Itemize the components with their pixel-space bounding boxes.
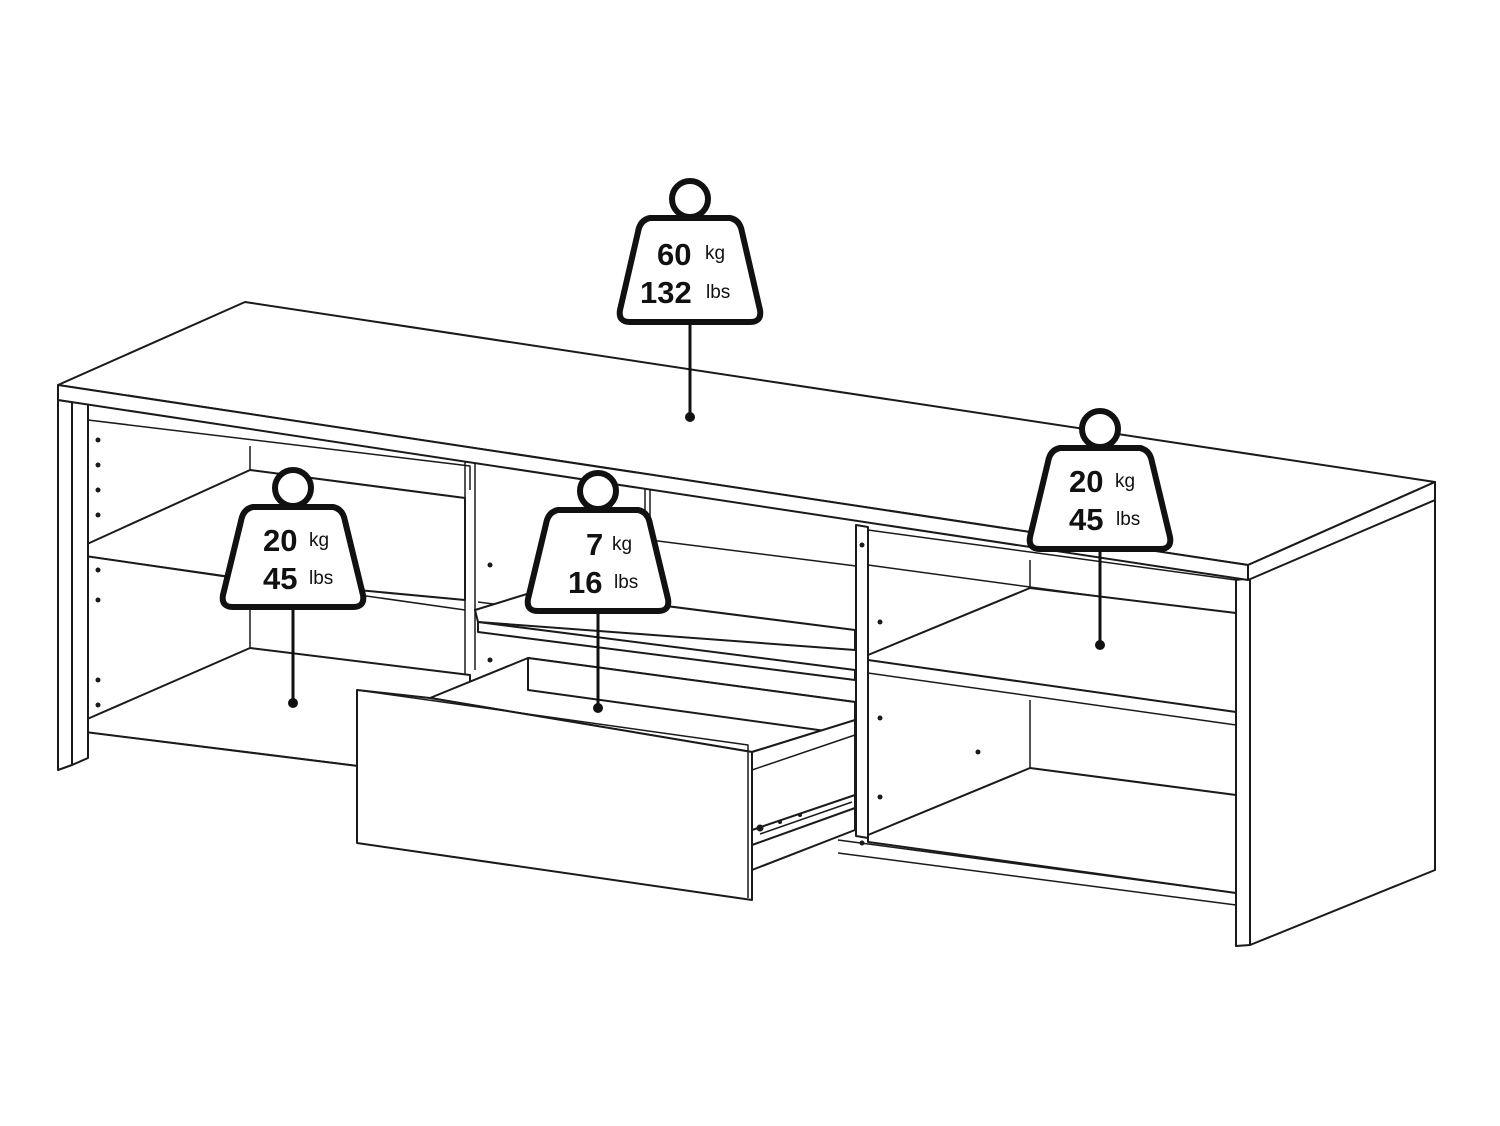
weight-kg-value: 7 bbox=[586, 527, 603, 562]
weight-kg-unit: kg bbox=[309, 530, 329, 551]
weight-tags: 60 kg 132 lbs 20 kg 45 lbs 7 kg 16 lbs bbox=[219, 178, 1174, 713]
weight-lbs-value: 45 bbox=[263, 561, 297, 596]
weight-lbs-value: 132 bbox=[640, 275, 692, 310]
shelf-pin-holes bbox=[95, 437, 981, 846]
weight-lbs-unit: lbs bbox=[614, 572, 638, 593]
weight-tag-drawer: 7 kg 16 lbs bbox=[524, 470, 672, 713]
weight-kg-unit: kg bbox=[1115, 471, 1135, 492]
weight-lbs-unit: lbs bbox=[706, 282, 730, 303]
weight-tag-left-shelf: 20 kg 45 lbs bbox=[219, 467, 367, 708]
weight-tag-right-shelf: 20 kg 45 lbs bbox=[1026, 408, 1174, 650]
weight-lbs-unit: lbs bbox=[309, 568, 333, 589]
tv-bench bbox=[57, 301, 1436, 947]
weight-kg-value: 60 bbox=[657, 237, 691, 272]
weight-kg-value: 20 bbox=[263, 523, 297, 558]
weight-tag-top: 60 kg 132 lbs bbox=[616, 178, 764, 422]
weight-kg-value: 20 bbox=[1069, 464, 1103, 499]
weight-kg-unit: kg bbox=[705, 243, 725, 264]
weight-lbs-value: 16 bbox=[568, 565, 602, 600]
weight-lbs-value: 45 bbox=[1069, 502, 1103, 537]
weight-kg-unit: kg bbox=[612, 534, 632, 555]
weight-lbs-unit: lbs bbox=[1116, 509, 1140, 530]
